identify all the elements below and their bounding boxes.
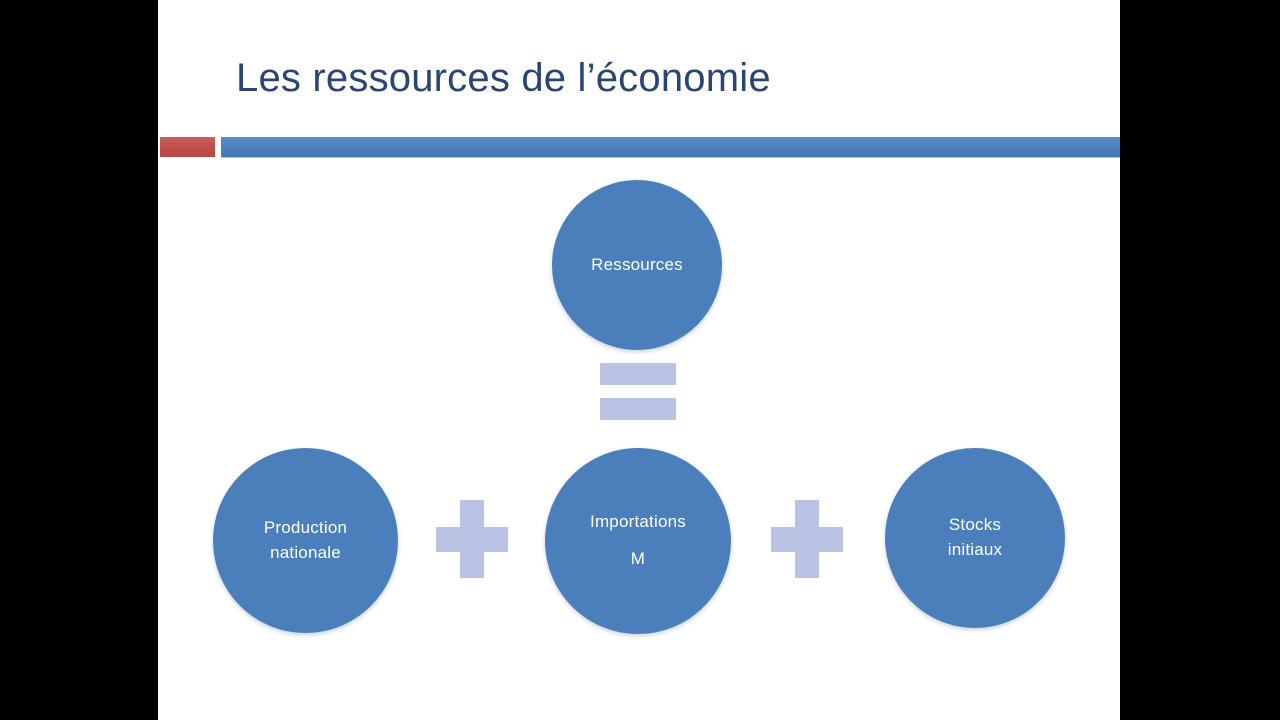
presentation-slide: Les ressources de l’économie Ressources … (158, 0, 1120, 720)
diagram-node-stocks-initiaux-label: Stocks initiaux (947, 515, 1003, 559)
diagram-node-production-nationale-label: Production nationale (263, 517, 348, 562)
diagram-node-importations-label: Importations M (580, 486, 696, 597)
plus-vertical-bar-2 (795, 500, 819, 578)
plus-shape-1 (436, 500, 508, 578)
equals-bar-bottom (600, 398, 676, 420)
diagram-node-ressources[interactable]: Ressources (552, 180, 722, 350)
diagram-node-importations[interactable]: Importations M (545, 448, 731, 634)
title-rule-bar (221, 137, 1120, 157)
plus-sign-icon-2 (771, 500, 843, 578)
plus-vertical-bar-1 (460, 500, 484, 578)
diagram-node-importations-symbol: M (630, 549, 646, 568)
title-divider-rule (158, 136, 1120, 158)
diagram-node-production-nationale[interactable]: Production nationale (213, 448, 398, 633)
slide-title: Les ressources de l’économie (236, 55, 771, 100)
diagram-node-ressources-label: Ressources (591, 254, 683, 274)
title-rule-accent-block (160, 137, 215, 157)
plus-shape-2 (771, 500, 843, 578)
resources-equation-diagram: Ressources Production nationale (158, 0, 1120, 720)
equals-bar-top (600, 363, 676, 385)
diagram-node-importations-title: Importations (590, 512, 686, 532)
plus-sign-icon-1 (436, 500, 508, 578)
diagram-node-stocks-initiaux[interactable]: Stocks initiaux (885, 448, 1065, 628)
equals-sign-icon (600, 363, 676, 420)
